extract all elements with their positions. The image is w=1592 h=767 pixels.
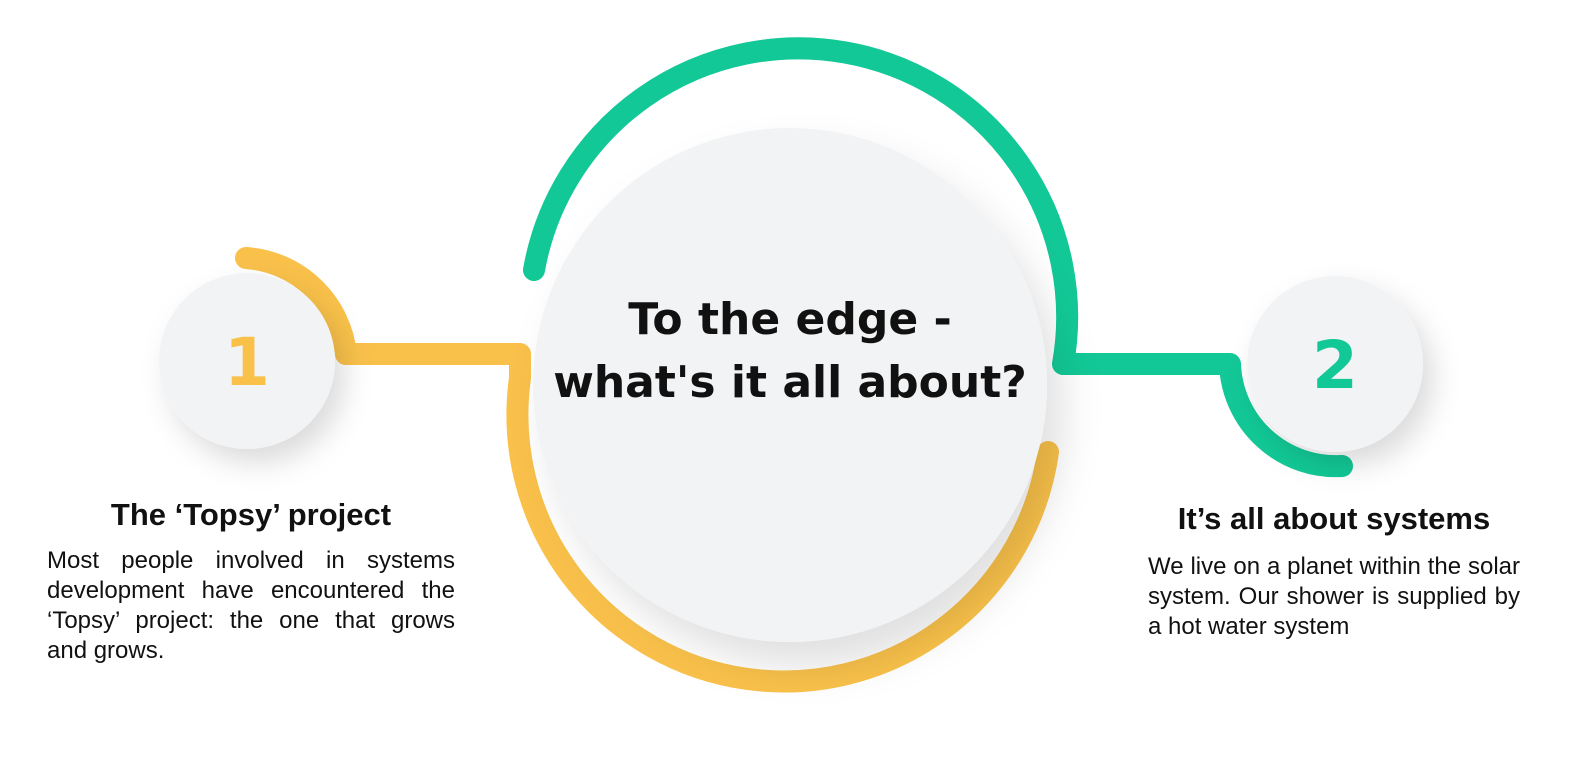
step-2-title: It’s all about systems (1177, 501, 1491, 536)
step-1-text: Most people involved in systems developm… (47, 547, 455, 664)
step-2-text: We live on a planet within the solar sys… (1148, 553, 1520, 640)
step-1-number: 1 (224, 324, 270, 401)
step-1-title: The ‘Topsy’ project (110, 497, 392, 532)
step-2-circle (1247, 276, 1423, 452)
center-circle (533, 128, 1047, 642)
step-2-block: It’s all about systems We live on a plan… (1148, 500, 1520, 642)
step-1-block: The ‘Topsy’ project Most people involved… (47, 496, 455, 666)
center-title-line-1: To the edge - (628, 294, 952, 345)
green-connector (523, 37, 1353, 478)
center-title-line-2: what's it all about? (553, 357, 1027, 408)
step-1-circle (159, 273, 335, 449)
yellow-connector (235, 247, 1059, 693)
step-2-number: 2 (1312, 327, 1358, 404)
